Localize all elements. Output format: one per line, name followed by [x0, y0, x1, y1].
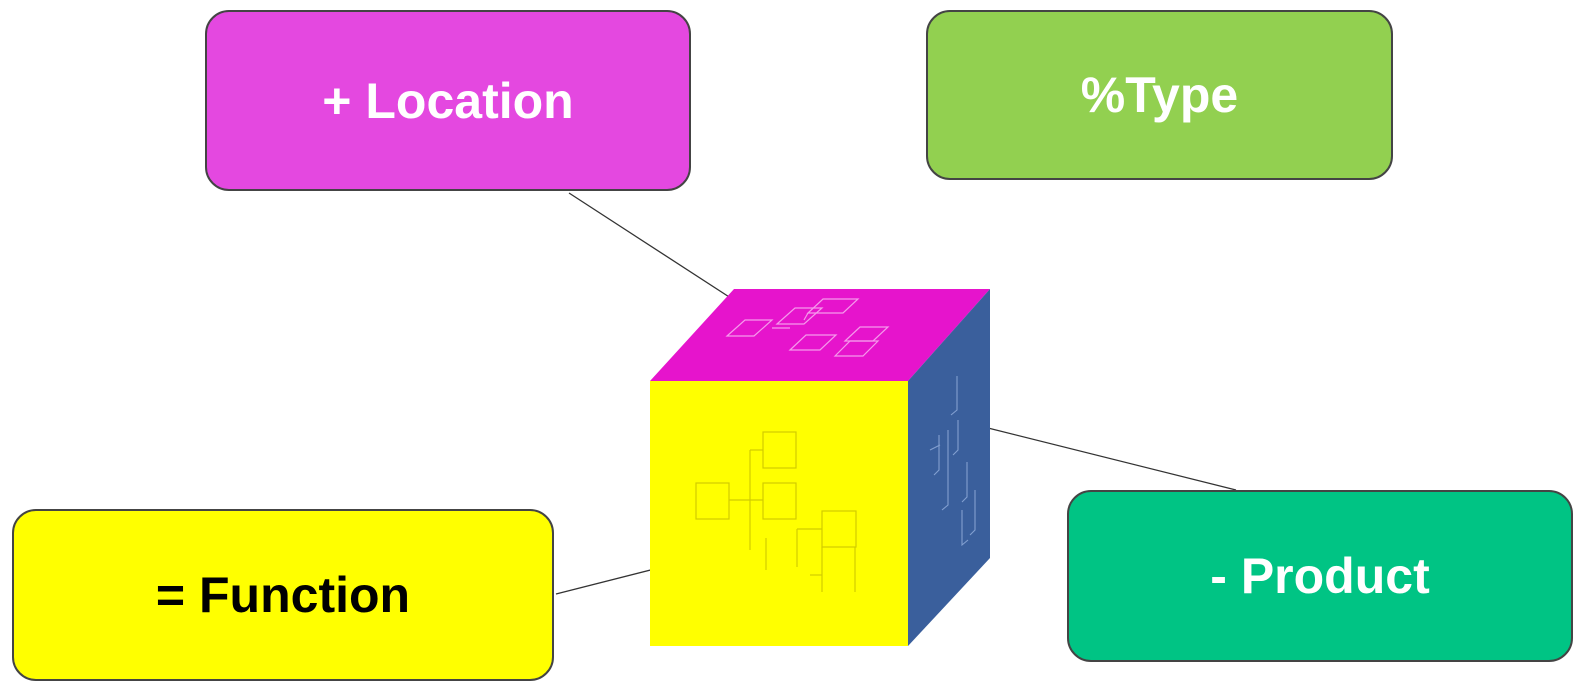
- connector-product: [987, 427, 1237, 491]
- front-orgchart-pattern: [695, 431, 857, 592]
- product-box: - Product: [1067, 490, 1573, 662]
- function-label: = Function: [155, 567, 411, 623]
- location-box: + Location: [205, 10, 691, 191]
- cube: [650, 289, 990, 646]
- top-orgchart-pattern: [725, 298, 890, 357]
- function-box: = Function: [12, 509, 554, 681]
- connector-location: [568, 192, 741, 305]
- type-box: %Type: [926, 10, 1393, 180]
- location-label: + Location: [322, 72, 574, 129]
- side-orgchart-pattern: [929, 376, 976, 547]
- cube-front-face: [650, 381, 908, 646]
- type-label: %Type: [1080, 67, 1239, 123]
- cube-side-face: [908, 289, 990, 646]
- product-label: - Product: [1210, 548, 1430, 604]
